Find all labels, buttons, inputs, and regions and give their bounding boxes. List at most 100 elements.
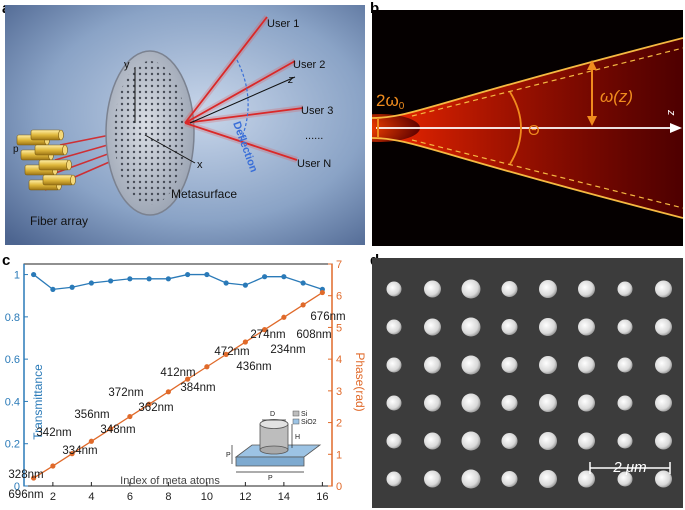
- user-label-dots: ......: [305, 130, 323, 142]
- sem-pillar-8: [386, 319, 402, 335]
- x-tick-label-16: 16: [316, 491, 328, 503]
- panel-a-svg: Deflection y z x User 1 User 2 User 3 ..…: [5, 5, 365, 245]
- annotation-13: 274nm: [250, 329, 285, 341]
- left-axis-label: Transmittance: [31, 364, 45, 440]
- transmittance-point-6: [127, 276, 133, 282]
- annotation-10: 384nm: [180, 382, 215, 394]
- user-label-1: User 1: [267, 18, 299, 30]
- sem-pillar-43: [501, 471, 518, 487]
- sem-pillar-5: [578, 280, 595, 298]
- sem-pillar-12: [539, 318, 557, 336]
- x-axis-label: Index of meta atoms: [120, 475, 220, 487]
- asymptote-upper: [411, 47, 683, 117]
- sem-pillar-3: [501, 281, 518, 297]
- inset-p-bottom-label: P: [268, 475, 273, 482]
- sem-pillar-39: [655, 432, 672, 450]
- waist-label: 2ω0: [376, 91, 405, 112]
- sem-pillar-41: [424, 470, 441, 488]
- sem-pillar-38: [617, 433, 633, 449]
- left-tick-label-0.6: 0.6: [5, 354, 20, 366]
- panel-d-sem-image: 2 μm: [372, 258, 683, 508]
- inset-d-label: D: [270, 411, 275, 418]
- annotation-5: 356nm: [74, 409, 109, 421]
- transmittance-point-5: [108, 278, 114, 284]
- annotation-2: 696nm: [8, 489, 43, 501]
- transmittance-point-7: [146, 276, 152, 282]
- phase-point-1: [31, 475, 37, 481]
- annotation-9: 412nm: [160, 367, 195, 379]
- inset-sio2-swatch: [292, 418, 300, 425]
- sem-pillar-15: [655, 318, 672, 336]
- sem-pillar-16: [386, 357, 402, 373]
- fiber-array: [16, 129, 76, 191]
- transmittance-point-4: [88, 280, 94, 286]
- x-tick-label-4: 4: [88, 491, 94, 503]
- phase-point-8: [165, 389, 171, 395]
- right-tick-label-4: 4: [336, 354, 342, 366]
- sem-pillar-19: [501, 357, 518, 373]
- x-tick-label-6: 6: [127, 491, 133, 503]
- right-tick-label-3: 3: [336, 386, 342, 398]
- metasurface-label: Metasurface: [171, 187, 237, 201]
- scale-bar-label: 2 μm: [612, 459, 646, 476]
- theta-arc: [509, 91, 522, 165]
- left-tick-label-0.4: 0.4: [5, 396, 20, 408]
- phase-point-2: [50, 463, 56, 469]
- sem-pillar-20: [539, 356, 557, 374]
- phase-point-3: [69, 451, 75, 457]
- sem-pillar-24: [386, 395, 402, 411]
- x-tick-label-12: 12: [239, 491, 251, 503]
- transmittance-point-2: [50, 286, 56, 292]
- phase-point-14: [281, 314, 287, 320]
- pillar-array: [386, 279, 672, 489]
- inset-substrate-side: [235, 456, 305, 467]
- phase-point-10: [204, 364, 210, 370]
- fiber-3: [34, 144, 68, 156]
- sem-pillar-37: [578, 432, 595, 450]
- right-tick-label-5: 5: [336, 322, 342, 334]
- user-label-n: User N: [297, 158, 331, 170]
- sem-pillar-11: [501, 319, 518, 335]
- waist-label-subscript: 0: [399, 101, 405, 112]
- transmittance-point-11: [223, 280, 229, 286]
- transmittance-point-10: [204, 271, 210, 278]
- transmittance-point-15: [300, 280, 306, 286]
- left-tick-label-0.8: 0.8: [5, 312, 20, 324]
- annotation-4: 334nm: [62, 445, 97, 457]
- user-label-2: User 2: [293, 59, 325, 71]
- sem-pillar-35: [501, 433, 518, 449]
- inset-pillar-base: [259, 445, 289, 455]
- sem-background: [372, 258, 683, 508]
- sem-pillar-6: [617, 281, 633, 297]
- phase-point-6: [127, 413, 133, 420]
- panel-letter-c: c: [2, 252, 11, 269]
- inset-h-label: H: [295, 434, 300, 441]
- omega-z-arrowhead-top: [587, 60, 597, 70]
- phase-point-15: [300, 302, 306, 308]
- sem-image-svg: 2 μm: [372, 258, 683, 508]
- annotation-11: 472nm: [214, 346, 249, 358]
- phase-point-13: [262, 327, 268, 333]
- transmittance-point-8: [165, 276, 171, 282]
- axis-x-label: x: [197, 159, 203, 171]
- deflection-arc: [236, 59, 249, 141]
- left-tick-label-1: 1: [14, 270, 20, 282]
- right-tick-label-7: 7: [336, 259, 342, 271]
- sem-pillar-4: [539, 280, 557, 298]
- unit-cell-inset: D H P P Si SiO2: [226, 410, 322, 482]
- panel-a-illustration: Deflection y z x User 1 User 2 User 3 ..…: [5, 5, 365, 245]
- sem-pillar-36: [539, 432, 557, 450]
- phase-point-11: [223, 351, 229, 357]
- sem-pillar-21: [578, 356, 595, 374]
- beam-edge-lower: [372, 137, 683, 219]
- annotation-6: 348nm: [100, 424, 135, 436]
- omega-z-arrowhead-bottom: [587, 116, 597, 126]
- sem-pillar-23: [655, 356, 672, 374]
- sem-pillar-9: [424, 318, 441, 336]
- sem-pillar-28: [539, 394, 557, 412]
- annotation-3: 342nm: [36, 427, 71, 439]
- panel-letter-b: b: [370, 0, 380, 17]
- sem-pillar-26: [461, 393, 481, 413]
- axis-y-label: y: [124, 59, 130, 71]
- omega-z-label: ω(z): [600, 87, 633, 106]
